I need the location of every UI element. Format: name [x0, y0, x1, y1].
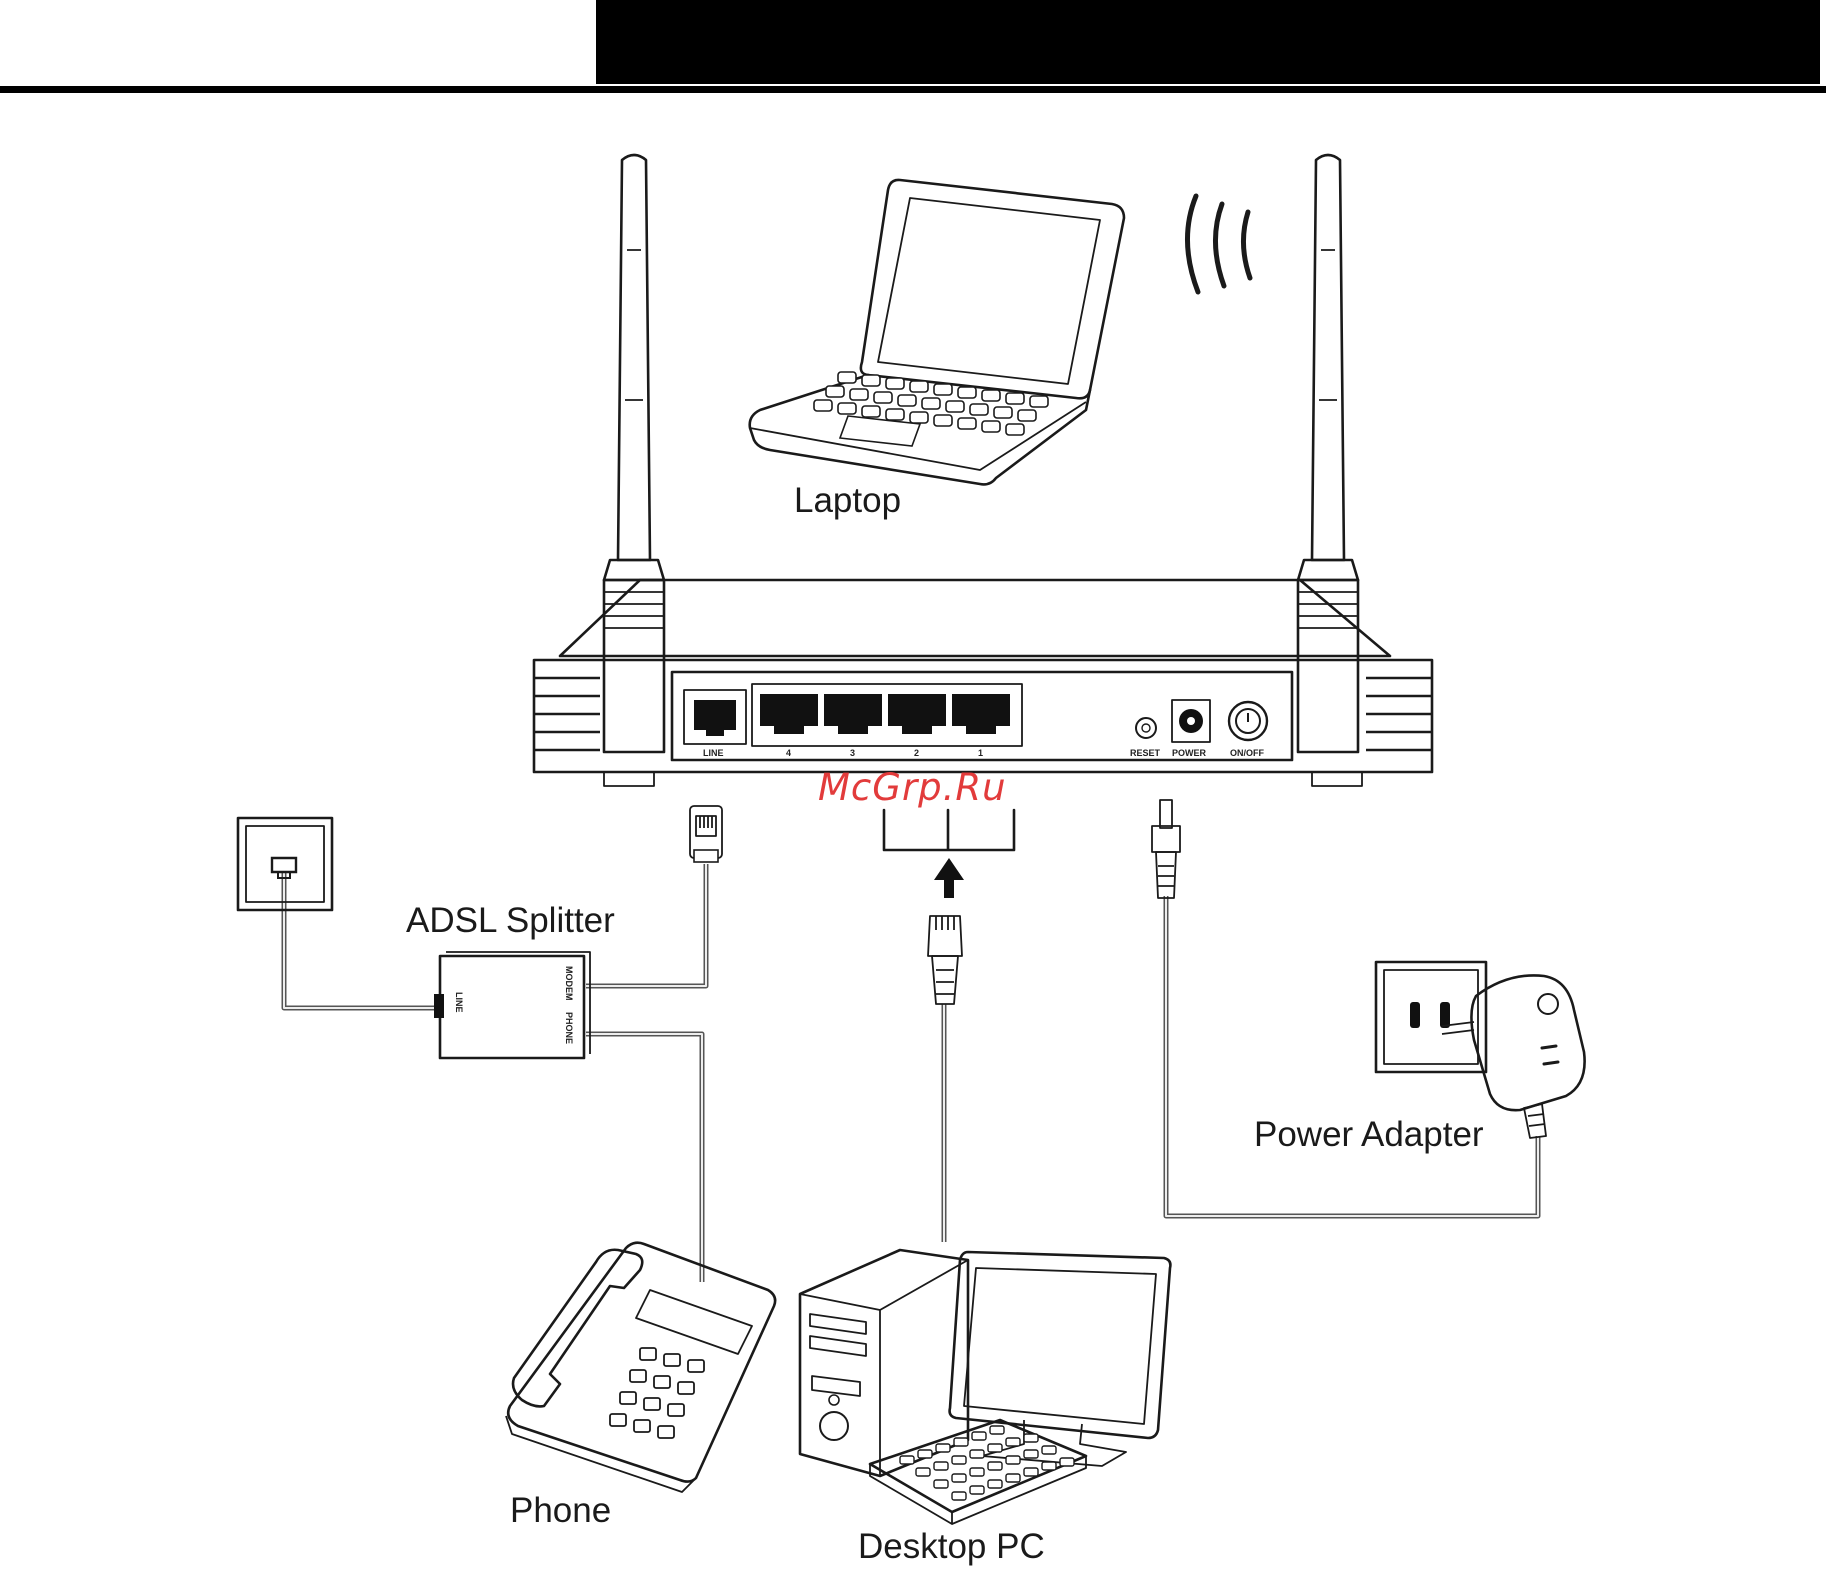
desktop-pc-illustration	[800, 1250, 1170, 1524]
splitter-label-line: LINE	[454, 992, 464, 1013]
header-black-bar	[596, 0, 1820, 84]
router-onoff-switch	[1229, 702, 1267, 740]
cable-power-adapter-to-router	[1166, 896, 1538, 1216]
rj45-plug	[928, 916, 962, 1004]
antenna-left	[604, 155, 664, 752]
wifi-waves-icon	[1187, 196, 1250, 292]
router-lan-port-1	[952, 694, 1010, 734]
label-phone: Phone	[510, 1491, 611, 1530]
antenna-right	[1298, 155, 1358, 752]
dc-power-plug	[1152, 800, 1180, 898]
phone-keypad	[610, 1348, 704, 1438]
port-label-reset: RESET	[1130, 748, 1161, 758]
router-power-jack	[1172, 700, 1210, 742]
port-label-onoff: ON/OFF	[1230, 748, 1264, 758]
power-adapter-device	[1442, 975, 1585, 1138]
port-label-lan3: 3	[850, 748, 855, 758]
port-label-line: LINE	[703, 748, 724, 758]
lan-bracket	[884, 810, 1014, 850]
router-lan-port-2	[888, 694, 946, 734]
laptop-illustration	[750, 180, 1250, 484]
header-rule	[0, 86, 1826, 93]
label-laptop: Laptop	[794, 481, 901, 520]
router-lan-port-3	[824, 694, 882, 734]
port-label-lan4: 4	[786, 748, 791, 758]
splitter-label-modem: MODEM	[564, 966, 574, 1001]
adsl-splitter-device: LINE MODEM PHONE	[434, 952, 590, 1058]
label-adsl-splitter: ADSL Splitter	[406, 901, 615, 940]
label-desktop-pc: Desktop PC	[858, 1527, 1045, 1566]
watermark: McGrp.Ru	[818, 766, 1007, 809]
router-line-port	[684, 690, 746, 744]
port-label-lan2: 2	[914, 748, 919, 758]
splitter-label-phone: PHONE	[564, 1012, 574, 1044]
label-power-adapter: Power Adapter	[1254, 1115, 1484, 1154]
router-reset-button	[1136, 718, 1156, 738]
phone-illustration	[506, 1243, 775, 1492]
up-arrow-icon	[934, 858, 964, 898]
router-lan-port-4	[760, 694, 818, 734]
port-label-lan1: 1	[978, 748, 983, 758]
desktop-keyboard-keys	[900, 1426, 1074, 1500]
power-wall-outlet	[1376, 962, 1486, 1072]
rj11-plug	[690, 806, 722, 862]
port-label-power: POWER	[1172, 748, 1207, 758]
